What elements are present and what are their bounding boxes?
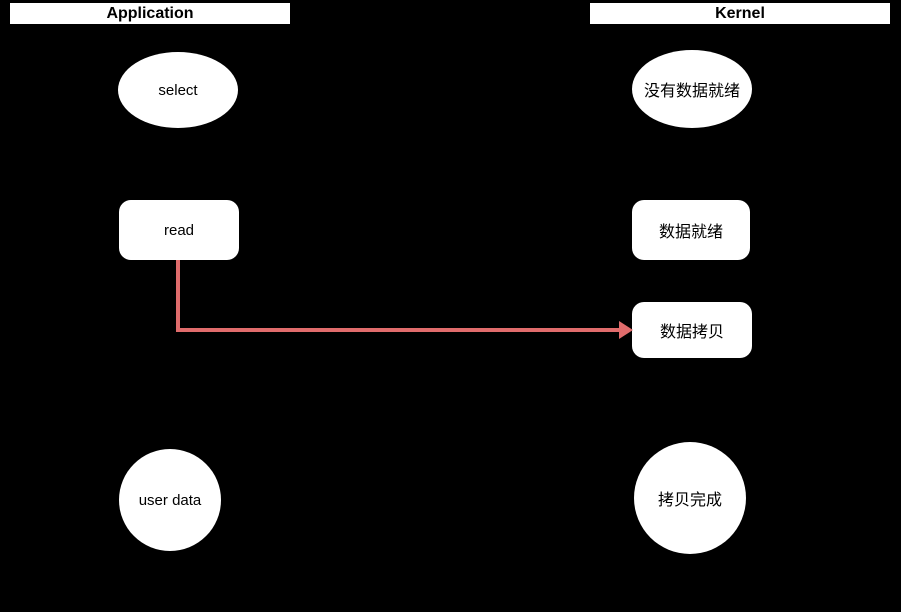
node-no-data-ready: 没有数据就绪 — [632, 50, 752, 128]
arrowhead-icon — [619, 321, 633, 339]
node-user-data: user data — [119, 449, 221, 551]
node-read: read — [119, 200, 239, 260]
column-header-kernel: Kernel — [590, 3, 890, 24]
column-header-application: Application — [10, 3, 290, 24]
node-data-copy: 数据拷贝 — [632, 302, 752, 358]
arrow-read-to-data-copy-horizontal-segment — [176, 328, 620, 332]
arrow-read-to-data-copy-vertical-segment — [176, 260, 180, 332]
node-copy-complete: 拷贝完成 — [634, 442, 746, 554]
node-data-ready: 数据就绪 — [632, 200, 750, 260]
node-select: select — [118, 52, 238, 128]
